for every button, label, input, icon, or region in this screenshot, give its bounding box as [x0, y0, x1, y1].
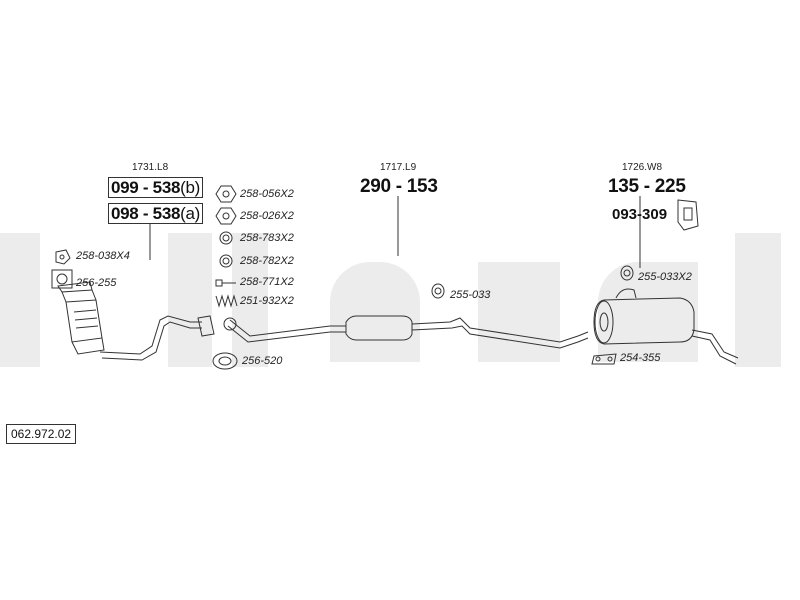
- part-number-middle[interactable]: 290 - 153: [360, 176, 438, 197]
- label-middle-hanger[interactable]: 255-033: [450, 289, 491, 301]
- group-code-middle: 1717.L9: [380, 162, 417, 173]
- part-number: 099 - 538: [111, 178, 181, 197]
- part-number-front-b[interactable]: 099 - 538(b): [108, 177, 204, 198]
- watermark-shape: [478, 262, 560, 362]
- label-nut-3[interactable]: 258-783X2: [240, 232, 294, 244]
- watermark-shape: [330, 262, 420, 362]
- label-bolt[interactable]: 258-771X2: [240, 276, 294, 288]
- part-suffix: (a): [180, 204, 201, 223]
- hanger-icon: [431, 283, 445, 299]
- watermark-shape: [232, 233, 268, 367]
- label-nut-2[interactable]: 258-026X2: [240, 210, 294, 222]
- nut-icon: [55, 249, 71, 265]
- part-number-rear-bracket[interactable]: 093-309: [612, 206, 668, 223]
- reference-number: 062.972.02: [6, 424, 77, 444]
- part-suffix: (b): [180, 178, 201, 197]
- flange-icon: [197, 315, 215, 337]
- part-number-front-a[interactable]: 098 - 538(a): [108, 203, 204, 224]
- part-number-rear[interactable]: 135 - 225: [608, 176, 686, 197]
- label-rear-clamp[interactable]: 254-355: [620, 352, 661, 364]
- intermediate-pipe-icon: [229, 319, 346, 337]
- group-code-front: 1731.L8: [132, 162, 169, 173]
- nut-icon: [219, 254, 233, 268]
- label-spring[interactable]: 251-932X2: [240, 295, 294, 307]
- bolt-icon: [215, 279, 236, 287]
- clamp-icon: [591, 353, 617, 365]
- middle-silencer-icon: [345, 315, 413, 341]
- gasket-icon: [212, 352, 238, 370]
- watermark-shape: [168, 233, 212, 367]
- nut-icon: [215, 185, 237, 203]
- rear-silencer-icon: [593, 297, 695, 345]
- label-ring-gasket[interactable]: 256-520: [242, 355, 283, 367]
- label-nut-4[interactable]: 258-782X2: [240, 255, 294, 267]
- nut-icon: [215, 207, 237, 225]
- watermark-shape: [735, 233, 781, 367]
- bracket-icon: [677, 199, 699, 231]
- front-pipe-icon: [99, 315, 202, 355]
- nut-icon: [219, 231, 233, 245]
- gasket-icon: [51, 269, 73, 289]
- label-nut-1[interactable]: 258-056X2: [240, 188, 294, 200]
- label-front-gasket[interactable]: 256-255: [76, 277, 117, 289]
- spring-icon: [215, 294, 238, 308]
- group-code-rear: 1726.W8: [622, 162, 663, 173]
- watermark-shape: [0, 233, 40, 367]
- watermark-shape: [598, 262, 698, 362]
- label-rear-hanger[interactable]: 255-033X2: [638, 271, 692, 283]
- label-front-nut[interactable]: 258-038X4: [76, 250, 130, 262]
- catalytic-converter-icon: [57, 281, 105, 355]
- hanger-icon: [620, 265, 634, 281]
- part-number: 098 - 538: [111, 204, 181, 223]
